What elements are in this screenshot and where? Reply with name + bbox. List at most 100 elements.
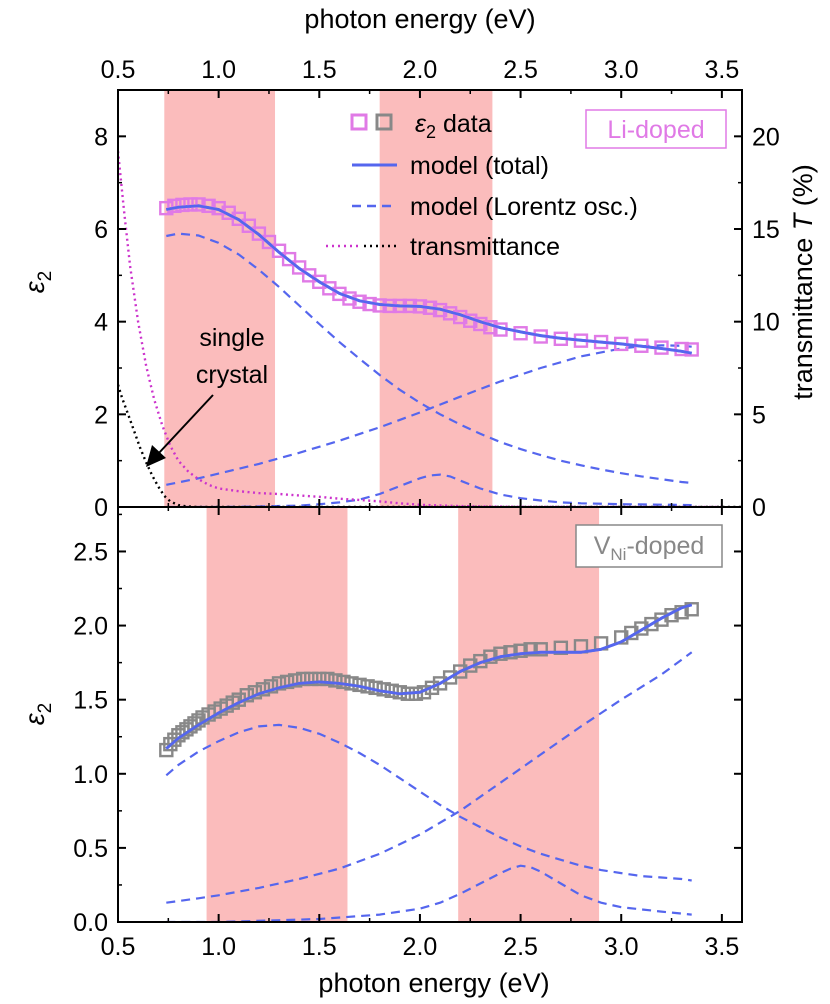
data-point-bottom <box>644 616 659 632</box>
data-point-bottom <box>503 645 518 660</box>
series-lorentz-2-bottom <box>166 651 693 904</box>
shaded-band-top-1 <box>379 90 493 507</box>
top-x-axis-title: photon energy (eV) <box>304 4 535 34</box>
y2-tick-label: 10 <box>752 309 780 337</box>
plot-area-top <box>118 151 742 507</box>
y-tick-label-bottom: 1.0 <box>73 761 108 789</box>
bottom-x-tick-label: 2.0 <box>403 933 438 961</box>
bottom-x-tick-label: 0.5 <box>101 933 136 961</box>
legend-lorentz-label: model (Lorentz osc.) <box>410 193 638 221</box>
bottom-x-tick-label: 1.5 <box>302 933 337 961</box>
bottom-x-tick-label: 1.0 <box>201 933 236 961</box>
y-tick-label-top: 6 <box>94 216 108 244</box>
data-point-bottom <box>304 671 319 687</box>
y2-title-var: T <box>788 211 818 230</box>
series-lorentz-3-top <box>166 473 692 507</box>
tag-vni-suffix: -doped <box>626 532 704 560</box>
top-y-axis-title-base: ε <box>20 280 50 293</box>
tag-li-doped-box <box>585 109 727 149</box>
data-point-bottom <box>513 643 528 658</box>
data-point-bottom <box>424 680 440 696</box>
legend-model-total-label: model (total) <box>410 152 549 180</box>
series-lorentz-3-bottom <box>166 864 692 922</box>
annotation-arrow-head <box>146 445 166 467</box>
y-tick-label-bottom: 0.0 <box>73 909 108 937</box>
data-point-top <box>191 197 206 212</box>
top-y2-axis-title: transmittance T (%) <box>788 164 818 400</box>
single-crystal-annotation: single crystal <box>146 324 268 467</box>
bottom-x-tick-label: 3.5 <box>704 933 739 961</box>
y-tick-label-top: 8 <box>94 123 108 151</box>
y-tick-label-bottom: 1.5 <box>73 687 108 715</box>
plot-area-bottom <box>159 602 699 922</box>
bottom-x-tick-label: 2.5 <box>503 933 538 961</box>
legend-data-label: ε2 data <box>415 110 492 142</box>
data-point-top <box>332 286 347 302</box>
series-transmittance-crystal-top <box>118 384 742 507</box>
tag-vni-sub: Ni <box>610 545 626 564</box>
y-tick-label-top: 0 <box>94 494 108 522</box>
tag-vni-doped-text: VNi-doped <box>594 532 705 564</box>
data-point-top <box>175 197 190 213</box>
y2-tick-label: 0 <box>752 494 766 522</box>
data-point-bottom <box>654 612 669 627</box>
y-tick-label-top: 4 <box>94 309 108 337</box>
series-lorentz-1-bottom <box>165 723 692 882</box>
top-x-tick-label: 1.0 <box>201 56 236 84</box>
data-point-bottom <box>336 674 351 690</box>
data-point-bottom <box>684 602 699 617</box>
top-x-tick-label: 2.5 <box>503 56 538 84</box>
legend-data-label-suffix: data <box>436 110 492 138</box>
data-point-top <box>281 251 297 267</box>
data-point-bottom <box>634 621 649 636</box>
data-point-bottom <box>312 671 327 687</box>
data-point-bottom <box>493 646 508 661</box>
y-tick-label-bottom: 2.0 <box>73 613 108 641</box>
bottom-x-axis-title: photon energy (eV) <box>318 968 549 998</box>
shaded-band-bottom-1 <box>458 507 600 922</box>
top-y-axis-title-sub: 2 <box>35 271 56 282</box>
top-x-tick-label: 0.5 <box>101 56 136 84</box>
legend-data-label-sub: 2 <box>426 122 436 142</box>
top-x-tick-label: 3.0 <box>604 56 639 84</box>
y2-title-prefix: transmittance <box>788 230 818 400</box>
top-y-axis-title: ε2 <box>20 271 56 293</box>
data-point-bottom <box>295 671 311 687</box>
data-point-bottom <box>163 736 178 752</box>
data-point-top <box>261 234 277 250</box>
data-point-bottom <box>523 642 538 657</box>
bottom-y-axis-title: ε2 <box>20 703 56 725</box>
data-point-top <box>684 342 699 357</box>
plot-frame-bottom <box>117 506 743 923</box>
y-tick-label-top: 2 <box>94 401 108 429</box>
bottom-y-axis-title-base: ε <box>20 712 50 725</box>
series-model-total-overlay-top <box>166 204 692 355</box>
annotation-arrow-shaft <box>157 394 214 455</box>
data-point-bottom <box>255 682 271 697</box>
annotation-line-2: crystal <box>196 361 268 389</box>
data-point-bottom <box>533 642 548 657</box>
y2-tick-label: 15 <box>752 216 780 244</box>
tag-li-doped: Li-doped <box>585 109 727 149</box>
y-tick-label-bottom: 2.5 <box>73 538 108 566</box>
data-point-top <box>271 243 287 258</box>
data-point-bottom <box>553 640 569 656</box>
data-point-bottom <box>279 674 295 690</box>
tag-li-doped-text: Li-doped <box>607 116 704 144</box>
bottom-x-tick-label: 3.0 <box>604 933 639 961</box>
data-point-bottom <box>167 732 182 747</box>
data-point-bottom <box>287 673 303 688</box>
top-x-tick-label: 2.0 <box>403 56 438 84</box>
bottom-y-axis-title-sub: 2 <box>35 703 56 714</box>
data-point-top <box>674 341 689 357</box>
legend-data-label-eps: ε <box>415 110 427 138</box>
data-point-bottom <box>263 679 279 694</box>
legend-data-marker-vni <box>375 113 393 131</box>
data-point-top <box>183 197 198 212</box>
data-point-top <box>241 218 257 233</box>
data-point-bottom <box>320 671 335 687</box>
legend-data-marker-li <box>350 113 368 131</box>
